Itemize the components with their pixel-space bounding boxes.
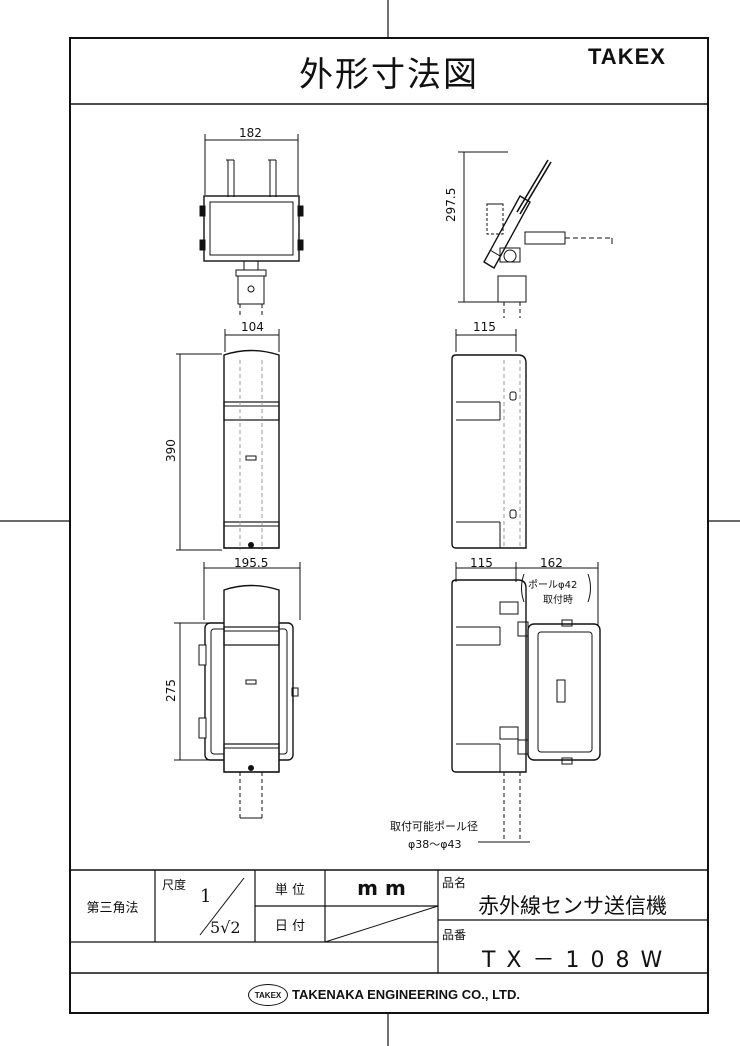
dim-depth-housing: 115 [473, 320, 496, 334]
product-number: T X － 1 0 8 W [482, 948, 665, 973]
front-with-box-view [174, 562, 301, 819]
dim-width-bracket: 182 [239, 126, 262, 140]
product-name: 赤外線センサ送信機 [478, 894, 667, 918]
dim-width-box: 195.5 [234, 556, 269, 570]
unit-value: m m [357, 876, 406, 900]
dim-depth-box: 162 [540, 556, 563, 570]
title-block-lines [70, 869, 708, 974]
dim-depth-housing-2: 115 [470, 556, 493, 570]
projection-method: 第三角法 [86, 900, 139, 916]
dim-height-box: 275 [164, 679, 178, 702]
company-logo: TAKEX [248, 984, 288, 1006]
brand-logo: TAKEX [588, 44, 666, 69]
unit-label: 単 位 [274, 882, 306, 898]
note-pole42-mount: 取付時 [543, 595, 573, 606]
date-label: 日 付 [274, 918, 306, 934]
note-pole-range-value: φ38～φ43 [408, 838, 462, 851]
dim-height-housing: 390 [164, 439, 178, 462]
dim-height-bracket: 297.5 [444, 187, 458, 222]
company-name: TAKENAKA ENGINEERING CO., LTD. [292, 987, 520, 1002]
page-title: 外形寸法図 [299, 54, 479, 95]
note-pole-range-label: 取付可能ポール径 [390, 820, 478, 833]
scale-numerator: 1 [200, 886, 212, 907]
side-housing-view [451, 329, 527, 549]
front-housing-view [176, 329, 280, 551]
product-number-label: 品番 [442, 928, 467, 942]
note-pole42: ポールφ42 [528, 580, 578, 591]
side-bracket-view [458, 151, 613, 318]
scale-label: 尺度 [162, 878, 187, 892]
product-name-label: 品名 [442, 876, 467, 890]
scale-denominator: 5√2 [210, 918, 241, 937]
side-with-box-view [451, 562, 601, 843]
dim-width-housing: 104 [241, 320, 264, 334]
front-bracket-view [199, 134, 304, 318]
